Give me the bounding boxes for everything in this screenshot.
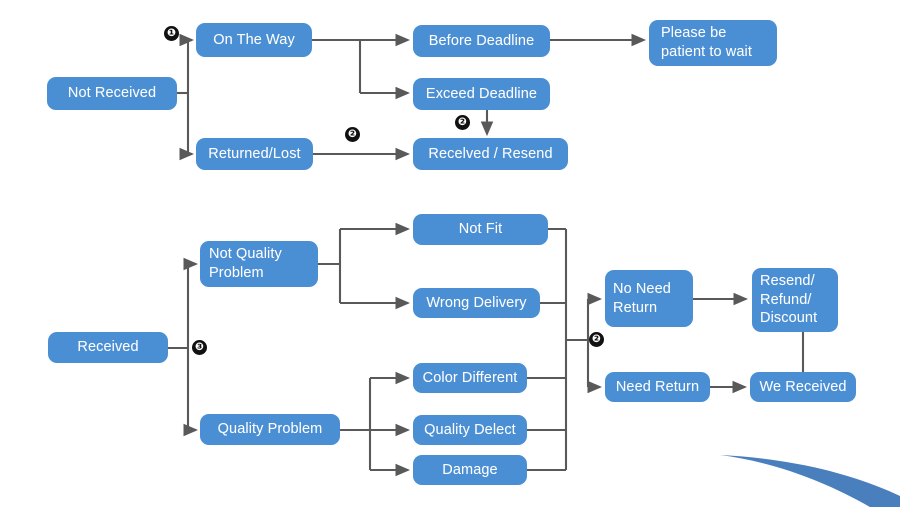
node-exceed-deadline[interactable]: Exceed Deadline <box>413 78 550 110</box>
node-not-quality-problem[interactable]: Not Quality Problem <box>200 241 318 287</box>
node-color-different[interactable]: Color Different <box>413 363 527 393</box>
node-damage[interactable]: Damage <box>413 455 527 485</box>
node-quality-problem[interactable]: Quality Problem <box>200 414 340 445</box>
node-no-need-return[interactable]: No Need Return <box>605 270 693 327</box>
node-resend-refund-discount[interactable]: Resend/ Refund/ Discount <box>752 268 838 332</box>
marker-2-returned-lost: ❷ <box>345 127 360 142</box>
node-wrong-delivery[interactable]: Wrong Delivery <box>413 288 540 318</box>
node-returned-lost[interactable]: Returned/Lost <box>196 138 313 170</box>
node-received[interactable]: Received <box>48 332 168 363</box>
node-not-received[interactable]: Not Received <box>47 77 177 110</box>
node-not-fit[interactable]: Not Fit <box>413 214 548 245</box>
node-please-be-patient[interactable]: Please be patient to wait <box>649 20 777 66</box>
marker-2-return-decision: ❷ <box>589 332 604 347</box>
decorative-swoosh <box>720 455 900 507</box>
node-on-the-way[interactable]: On The Way <box>196 23 312 57</box>
node-quality-delect[interactable]: Quality Delect <box>413 415 527 445</box>
node-recelved-resend[interactable]: Recelved / Resend <box>413 138 568 170</box>
node-we-received[interactable]: We Received <box>750 372 856 402</box>
marker-3: ❸ <box>192 340 207 355</box>
marker-2-exceed-deadline: ❷ <box>455 115 470 130</box>
node-before-deadline[interactable]: Before Deadline <box>413 25 550 57</box>
node-need-return[interactable]: Need Return <box>605 372 710 402</box>
marker-1: ❶ <box>164 26 179 41</box>
